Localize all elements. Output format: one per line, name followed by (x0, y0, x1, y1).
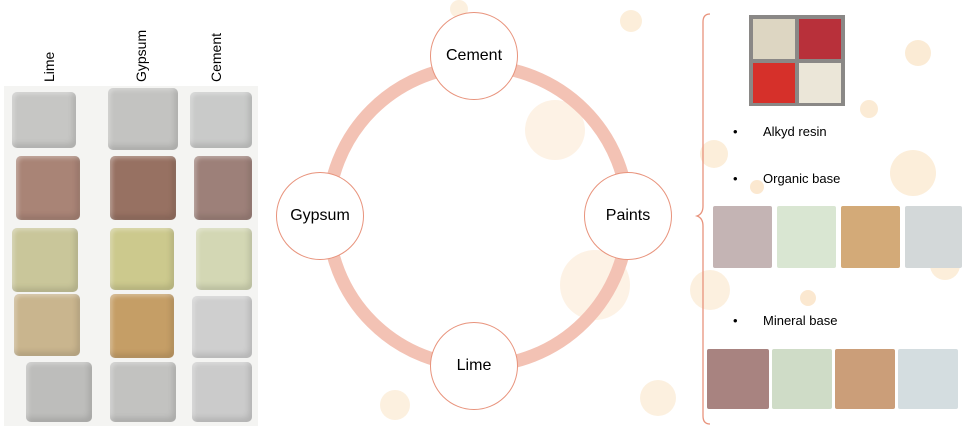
paint-swatch (905, 206, 962, 268)
samples-photo (4, 86, 258, 426)
node-gypsum: Gypsum (276, 172, 364, 260)
sample-cube (12, 228, 78, 292)
node-paints-label: Paints (605, 207, 651, 224)
sample-cube (110, 362, 176, 422)
node-paints: Paints (584, 172, 672, 260)
sample-cube (110, 156, 176, 220)
sample-cube (192, 296, 252, 358)
bullet-alkyd-resin: •Alkyd resin (733, 124, 827, 139)
sample-cube (14, 294, 80, 356)
bullet-mineral-base: •Mineral base (733, 313, 838, 328)
node-gypsum-label: Gypsum (290, 207, 350, 224)
node-lime-label: Lime (456, 357, 492, 374)
paint-sample (753, 63, 795, 103)
bullet-organic-base: •Organic base (733, 171, 841, 186)
paint-swatch (898, 349, 958, 409)
node-cement-label: Cement (445, 47, 503, 64)
node-cement: Cement (430, 12, 518, 100)
paint-sample (799, 63, 841, 103)
sample-cube (192, 362, 252, 422)
paint-swatch (707, 349, 769, 409)
paint-swatch (841, 206, 900, 268)
paint-swatch (835, 349, 895, 409)
paint-swatch (713, 206, 772, 268)
sample-cube (190, 92, 252, 148)
sample-cube (110, 294, 174, 358)
paint-swatch (772, 349, 832, 409)
sample-cube (194, 156, 252, 220)
sample-cube (12, 92, 76, 148)
bracket-line (694, 13, 711, 425)
sample-cube (196, 228, 252, 290)
node-lime: Lime (430, 322, 518, 410)
sample-cube (108, 88, 178, 150)
alkyd-resin-photo (749, 15, 845, 106)
paint-sample (799, 19, 841, 59)
paint-sample (753, 19, 795, 59)
sample-cube (16, 156, 80, 220)
sample-cube (26, 362, 92, 422)
paint-swatch (777, 206, 836, 268)
sample-cube (110, 228, 174, 290)
